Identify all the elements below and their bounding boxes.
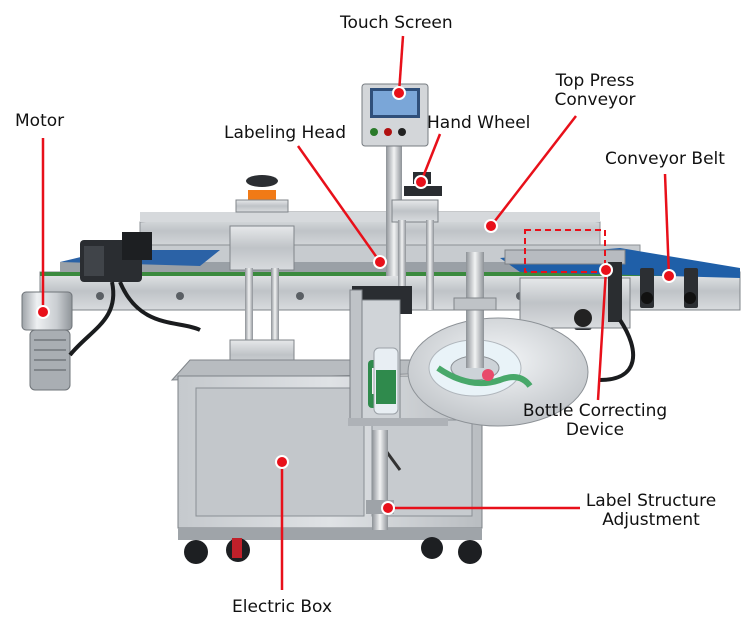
label-label-structure-adjustment-line1: Label Structure — [585, 491, 717, 511]
callout-line-top-press-conveyor — [490, 115, 577, 227]
label-bottle-correcting-device: Bottle Correcting Device — [506, 402, 684, 440]
label-electric-box: Electric Box — [232, 597, 332, 617]
callout-dot-label-structure-adjustment — [381, 501, 395, 515]
hand-wheel-assembly — [391, 172, 442, 310]
callout-dot-touch-screen — [392, 86, 406, 100]
callout-line-conveyor-belt — [663, 173, 671, 277]
callout-dot-conveyor-belt — [662, 269, 676, 283]
callout-line-labeling-head — [296, 145, 382, 263]
label-conveyor-belt: Conveyor Belt — [605, 149, 725, 169]
bottle-correcting-highlight-box — [524, 229, 606, 273]
callout-dot-motor — [36, 305, 50, 319]
bottle — [373, 347, 399, 415]
label-label-structure-adjustment: Label Structure Adjustment — [576, 492, 726, 530]
callout-line-touch-screen — [397, 35, 405, 94]
label-top-press-conveyor-line1: Top Press — [555, 71, 635, 91]
label-bottle-correcting-device-line1: Bottle Correcting — [522, 401, 668, 421]
label-label-structure-adjustment-line2: Adjustment — [602, 510, 700, 530]
callout-line-bottle-correcting-device — [596, 269, 608, 401]
callout-dot-bottle-correcting-device — [599, 263, 613, 277]
label-roll-disc — [407, 252, 589, 427]
top-press-conveyor-mechanism — [504, 249, 631, 329]
callout-dot-labeling-head — [373, 255, 387, 269]
label-touch-screen: Touch Screen — [340, 13, 453, 33]
callout-dot-hand-wheel — [414, 175, 428, 189]
callout-dot-top-press-conveyor — [484, 219, 498, 233]
label-top-press-conveyor: Top Press Conveyor — [540, 72, 650, 110]
label-labeling-head: Labeling Head — [224, 123, 347, 143]
label-top-press-conveyor-line2: Conveyor — [554, 90, 636, 110]
guide-bracket — [348, 289, 448, 426]
cables — [68, 281, 635, 382]
callout-dot-electric-box — [275, 455, 289, 469]
label-hand-wheel: Hand Wheel — [427, 113, 531, 133]
callout-line-hand-wheel — [419, 133, 442, 183]
label-bottle-correcting-device-line2: Device — [565, 420, 625, 440]
casters — [184, 537, 482, 564]
label-motor: Motor — [15, 111, 65, 131]
